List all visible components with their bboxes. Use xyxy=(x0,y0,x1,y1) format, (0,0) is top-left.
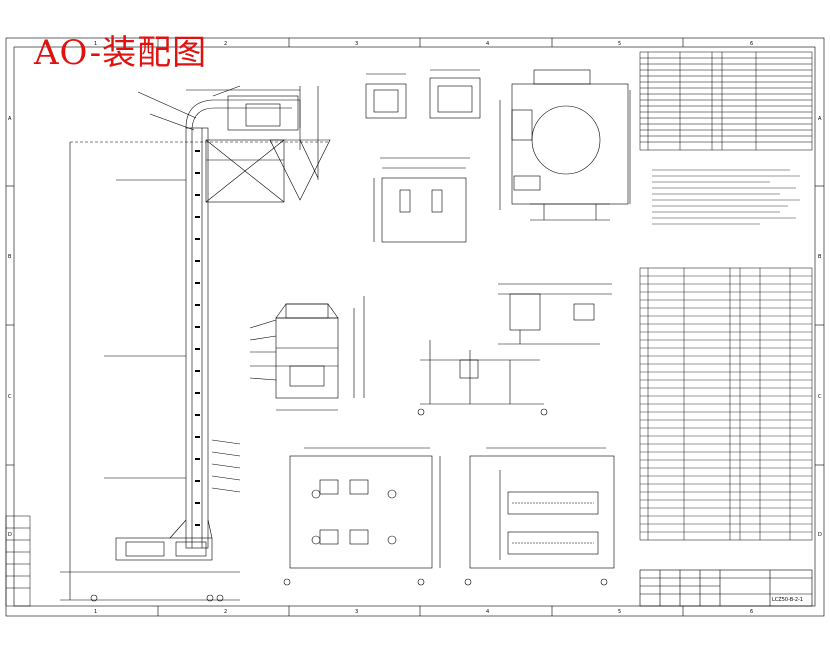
svg-text:5: 5 xyxy=(618,609,621,615)
svg-text:A: A xyxy=(818,116,822,122)
svg-text:1: 1 xyxy=(94,609,97,615)
zone-side-D: D xyxy=(8,532,12,538)
zone-top-3: 3 xyxy=(355,41,358,47)
inner-frame xyxy=(13,46,816,607)
foundation-plan-right xyxy=(469,447,615,569)
zone-top-1: 1 xyxy=(94,41,97,47)
zone-side-A: A xyxy=(8,116,12,122)
zone-side-B: B xyxy=(8,254,12,260)
drawing-number: LCZ50-B-2-1 xyxy=(772,597,803,603)
svg-text:B: B xyxy=(818,254,822,260)
zone-side-C: C xyxy=(8,394,12,400)
zone-top-2: 2 xyxy=(224,41,227,47)
title-block xyxy=(639,569,813,607)
support-details xyxy=(420,283,612,405)
svg-text:D: D xyxy=(818,532,822,538)
zone-top-4: 4 xyxy=(486,41,489,47)
revision-box xyxy=(5,515,31,607)
zone-top-5: 5 xyxy=(618,41,621,47)
zone-labels: 1 2 3 4 5 6 1 2 3 4 5 6 A B C D A B C D xyxy=(8,41,822,615)
svg-text:4: 4 xyxy=(486,609,489,615)
zone-top-6: 6 xyxy=(750,41,753,47)
bucket-elevator-elevation xyxy=(60,85,331,601)
top-section-details xyxy=(365,69,631,243)
outer-frame xyxy=(5,37,825,617)
svg-text:3: 3 xyxy=(355,609,358,615)
svg-text:C: C xyxy=(818,394,822,400)
svg-text:2: 2 xyxy=(224,609,227,615)
bucket-marks xyxy=(195,150,200,526)
drawing-title: AO-装配图 xyxy=(34,33,208,73)
technical-notes xyxy=(652,169,800,225)
technical-parameter-table xyxy=(639,51,813,151)
foundation-plan-left xyxy=(289,447,441,569)
middle-section-view xyxy=(249,296,365,411)
grid-axis-markers xyxy=(90,408,608,602)
svg-text:6: 6 xyxy=(750,609,753,615)
